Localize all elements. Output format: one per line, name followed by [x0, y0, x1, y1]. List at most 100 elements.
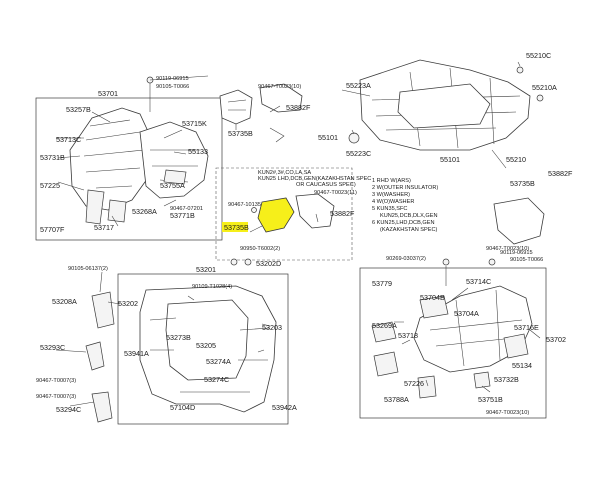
label-90269-03037: 90269-03037(2) [386, 256, 426, 262]
label-53788a: 53788A [384, 395, 409, 404]
part-radiator-support-inner[interactable] [165, 299, 249, 381]
label-53202d: 53202D [256, 259, 281, 268]
label-55101b: 55101 [440, 155, 460, 164]
label-90119-06915: 90119-06915 [156, 76, 189, 82]
label-53941a: 53941A [124, 349, 149, 358]
label-53942a: 53942A [272, 403, 297, 412]
label-53293c: 53293C [40, 343, 65, 352]
labels-bottom-right: 90269-03037(2) 53714C 90119-06915 90105-… [372, 250, 566, 416]
label-55210a: 55210A [532, 83, 557, 92]
label-57104d: 57104D [170, 403, 195, 412]
legend-3: 3 W(WASHER) [372, 192, 410, 198]
part-55210a-plug[interactable] [536, 94, 544, 102]
label-90467-10135: 90467-10135 [228, 202, 261, 208]
note-caucasus-spec: OR CAUCASUS SPEC) [296, 182, 356, 188]
label-55210: 55210 [506, 155, 526, 164]
part-53735b-right[interactable] [493, 197, 545, 245]
part-53208a-bracket[interactable] [91, 291, 115, 329]
label-53702: 53702 [546, 335, 566, 344]
group-box-apron [359, 267, 547, 419]
label-53713c: 53713C [56, 135, 81, 144]
legend-6: 6 KUN25,LHD,DCB,GEN [372, 220, 434, 226]
clip-90467-icon [251, 207, 257, 213]
label-53882f-right: 53882F [548, 169, 573, 178]
part-53732b[interactable] [473, 371, 491, 389]
label-90467-t0007-3b: 90467-T0007(3) [36, 394, 76, 400]
bolt-90119b-icon [488, 258, 496, 266]
label-57226: 57226 [404, 379, 424, 388]
part-53735b-highlighted[interactable] [257, 197, 295, 233]
label-53779: 53779 [372, 279, 392, 288]
part-53704b[interactable] [419, 295, 449, 319]
label-53704a: 53704A [454, 309, 479, 318]
label-53203: 53203 [262, 323, 282, 332]
label-90105-06137: 90105-06137(2) [68, 266, 108, 272]
part-53294c-bracket[interactable] [91, 391, 113, 423]
label-90467-t0023-10b: 90467-T0023(10) [486, 410, 529, 416]
highlight-box [222, 222, 248, 232]
label-53208a: 53208A [52, 297, 77, 306]
legend-5b: KUN25,DCB,DLX,GEN [380, 213, 438, 219]
part-57226[interactable] [417, 375, 437, 399]
part-fender-apron[interactable] [69, 107, 153, 211]
label-90467-07201: 90467-07201 [170, 206, 203, 212]
part-dash-insulator[interactable] [397, 83, 491, 129]
legend-2: 2 W(OUTER INSULATOR) [372, 185, 438, 191]
label-53274c: 53274C [204, 375, 229, 384]
label-57707f: 57707F [40, 225, 65, 234]
part-53882f-mid[interactable] [295, 193, 335, 229]
part-53293c-bracket[interactable] [85, 341, 105, 371]
label-53718: 53718 [398, 331, 418, 340]
label-53269a: 53269A [372, 321, 397, 330]
note-kun-models: KUN2#,3#,CO,LA,SA [258, 170, 311, 176]
label-53715k: 53715K [182, 119, 207, 128]
label-90467-t0023-10: 90467-T0023(10) [258, 84, 301, 90]
clip-53202d-icon [244, 258, 252, 266]
label-53274a: 53274A [206, 357, 231, 366]
label-53704b: 53704B [420, 293, 445, 302]
label-53735b-right: 53735B [510, 179, 535, 188]
label-90105-t0066b: 90105-T0066 [510, 257, 543, 263]
part-wheel-house[interactable] [139, 121, 209, 199]
part-57225-bracket[interactable] [85, 189, 105, 225]
label-53273b: 53273B [166, 333, 191, 342]
label-53714c: 53714C [466, 277, 491, 286]
label-53882f-mid: 53882F [330, 209, 355, 218]
label-90109-t1028: 90109-T1028(4) [192, 284, 232, 290]
group-box-fender-apron [35, 97, 223, 241]
part-53268a-bracket[interactable] [107, 199, 127, 223]
label-53257b: 53257B [66, 105, 91, 114]
label-55101: 55101 [318, 133, 338, 142]
label-53755a: 53755A [160, 181, 185, 190]
label-53735b-top: 53735B [228, 129, 253, 138]
label-53202: 53202 [118, 299, 138, 308]
part-55210c-plug[interactable] [516, 66, 524, 74]
label-53882f-top: 53882F [286, 103, 311, 112]
part-53718-bracket[interactable] [373, 351, 399, 377]
part-53882f-top[interactable] [259, 83, 303, 113]
part-55134[interactable] [503, 333, 529, 359]
labels-top-middle: 90467-T0023(10) 53882F 53735B KUN2#,3#,C… [222, 84, 371, 232]
label-90467-t0007-3a: 90467-T0007(3) [36, 378, 76, 384]
label-53268a: 53268A [132, 207, 157, 216]
label-53771b: 53771B [170, 211, 195, 220]
part-55101-grommet[interactable] [348, 132, 360, 144]
label-53201: 53201 [196, 265, 216, 274]
labels-top-right: 55223A 55210C 55210A 55101 55223C 55210 … [318, 51, 573, 252]
label-53717: 53717 [94, 223, 114, 232]
label-55223a: 55223A [346, 81, 371, 90]
labels-bottom-left: 90950-T6002(2) 53202D 53201 90105-06137(… [36, 246, 297, 414]
label-53732b: 53732B [494, 375, 519, 384]
part-53735b-top[interactable] [219, 89, 253, 125]
label-53751b: 53751B [478, 395, 503, 404]
label-55134: 55134 [512, 361, 532, 370]
part-53269a[interactable] [371, 321, 397, 343]
part-53755a-brace[interactable] [163, 169, 187, 185]
group-box-kun-spec [215, 167, 353, 261]
label-53294c: 53294C [56, 405, 81, 414]
group-box-radiator-support [117, 273, 289, 425]
legend-1: 1 RHD W(ARS) [372, 178, 411, 184]
label-90467-t0023-11: 90467-T0023(11) [314, 190, 357, 196]
label-53701: 53701 [98, 89, 118, 98]
